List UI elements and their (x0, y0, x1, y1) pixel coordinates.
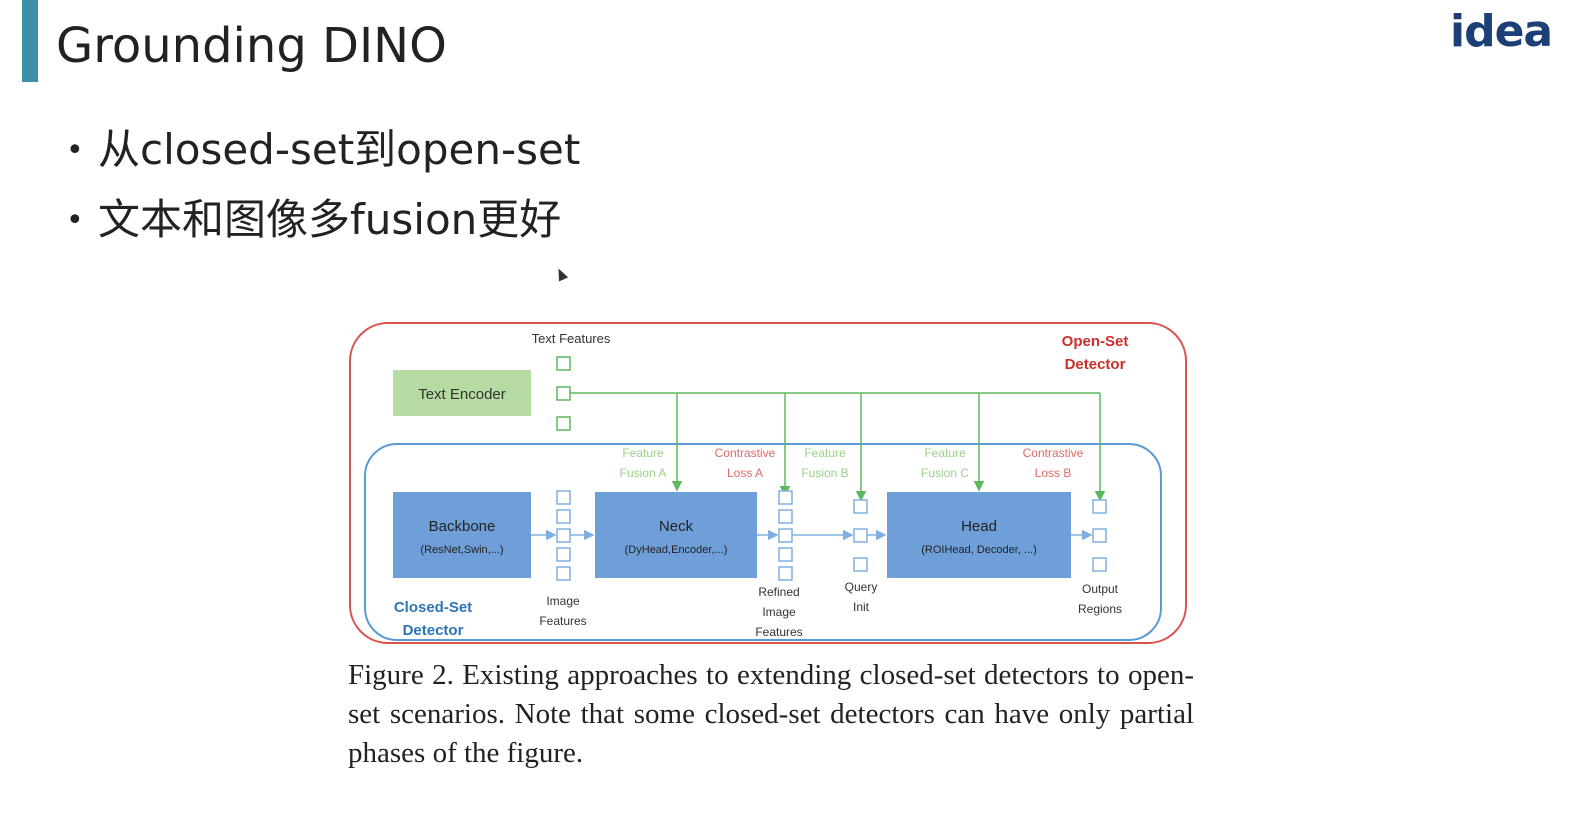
output-region-token (1092, 528, 1107, 543)
output-region-token (1092, 499, 1107, 514)
image-feature-token (556, 490, 571, 505)
backbone-subtitle: (ResNet,Swin,...) (420, 544, 503, 556)
bullet-dot: • (66, 133, 84, 168)
output-regions-label: Regions (1078, 602, 1122, 616)
backbone-title: Backbone (429, 518, 496, 535)
text-feature-token (556, 386, 571, 401)
backbone-block (393, 492, 531, 578)
refined-feature-token (778, 566, 793, 581)
fusion-b-label: Feature (804, 446, 846, 460)
open-set-label: Detector (1065, 356, 1126, 373)
head-subtitle: (ROIHead, Decoder, ...) (921, 544, 1037, 556)
query-token (853, 528, 868, 543)
head-block (887, 492, 1071, 578)
refined-features-label: Refined (758, 585, 799, 599)
refined-feature-token (778, 509, 793, 524)
neck-title: Neck (659, 518, 694, 535)
mouse-cursor-icon (553, 266, 569, 282)
query-init-label: Init (853, 600, 870, 614)
fusion-c-label: Feature (924, 446, 966, 460)
fusion-a-label: Fusion A (620, 466, 667, 480)
text-encoder-label: Text Encoder (418, 386, 506, 403)
open-set-label: Open-Set (1062, 333, 1129, 350)
refined-feature-token (778, 528, 793, 543)
contrastive-a-label: Loss A (727, 466, 763, 480)
image-features-label: Image (546, 594, 580, 608)
closed-set-label: Detector (403, 622, 464, 639)
refined-features-label: Image (762, 605, 796, 619)
slide-title: Grounding DINO (56, 18, 447, 74)
fusion-c-label: Fusion C (921, 466, 969, 480)
fusion-a-label: Feature (622, 446, 664, 460)
detector-diagram: Text Features Open-Set Detector Closed-S… (349, 322, 1187, 644)
query-token (853, 557, 868, 572)
figure-caption: Figure 2. Existing approaches to extendi… (348, 659, 1194, 769)
bullet-list: • 从closed-set到open-set • 文本和图像多fusion更好 (66, 118, 580, 258)
text-feature-token (556, 416, 571, 431)
bullet-item: • 文本和图像多fusion更好 (66, 188, 580, 258)
text-features-label: Text Features (532, 331, 611, 346)
query-init-label: Query (845, 580, 878, 594)
fusion-b-label: Fusion B (801, 466, 848, 480)
bullet-item: • 从closed-set到open-set (66, 118, 580, 188)
query-token (853, 499, 868, 514)
closed-set-label: Closed-Set (394, 599, 472, 616)
contrastive-b-label: Contrastive (1023, 446, 1084, 460)
image-features-label: Features (539, 614, 586, 628)
contrastive-b-label: Loss B (1035, 466, 1072, 480)
bullet-text: 文本和图像多fusion更好 (98, 195, 562, 244)
bullet-dot: • (66, 203, 84, 238)
output-region-token (1092, 557, 1107, 572)
refined-features-label: Features (755, 625, 802, 639)
title-accent-bar (22, 0, 38, 82)
text-feature-token (556, 356, 571, 371)
neck-block (595, 492, 757, 578)
text-encoder-block (393, 370, 531, 416)
neck-subtitle: (DyHead,Encoder,...) (625, 544, 728, 556)
closed-set-boundary (364, 443, 1162, 641)
contrastive-a-label: Contrastive (715, 446, 776, 460)
open-set-boundary (349, 322, 1187, 644)
image-feature-token (556, 528, 571, 543)
refined-feature-token (778, 547, 793, 562)
image-feature-token (556, 566, 571, 581)
idea-logo: idea (1450, 6, 1553, 57)
image-feature-token (556, 509, 571, 524)
head-title: Head (961, 518, 997, 535)
bullet-text: 从closed-set到open-set (98, 125, 581, 174)
output-regions-label: Output (1082, 582, 1119, 596)
refined-feature-token (778, 490, 793, 505)
image-feature-token (556, 547, 571, 562)
